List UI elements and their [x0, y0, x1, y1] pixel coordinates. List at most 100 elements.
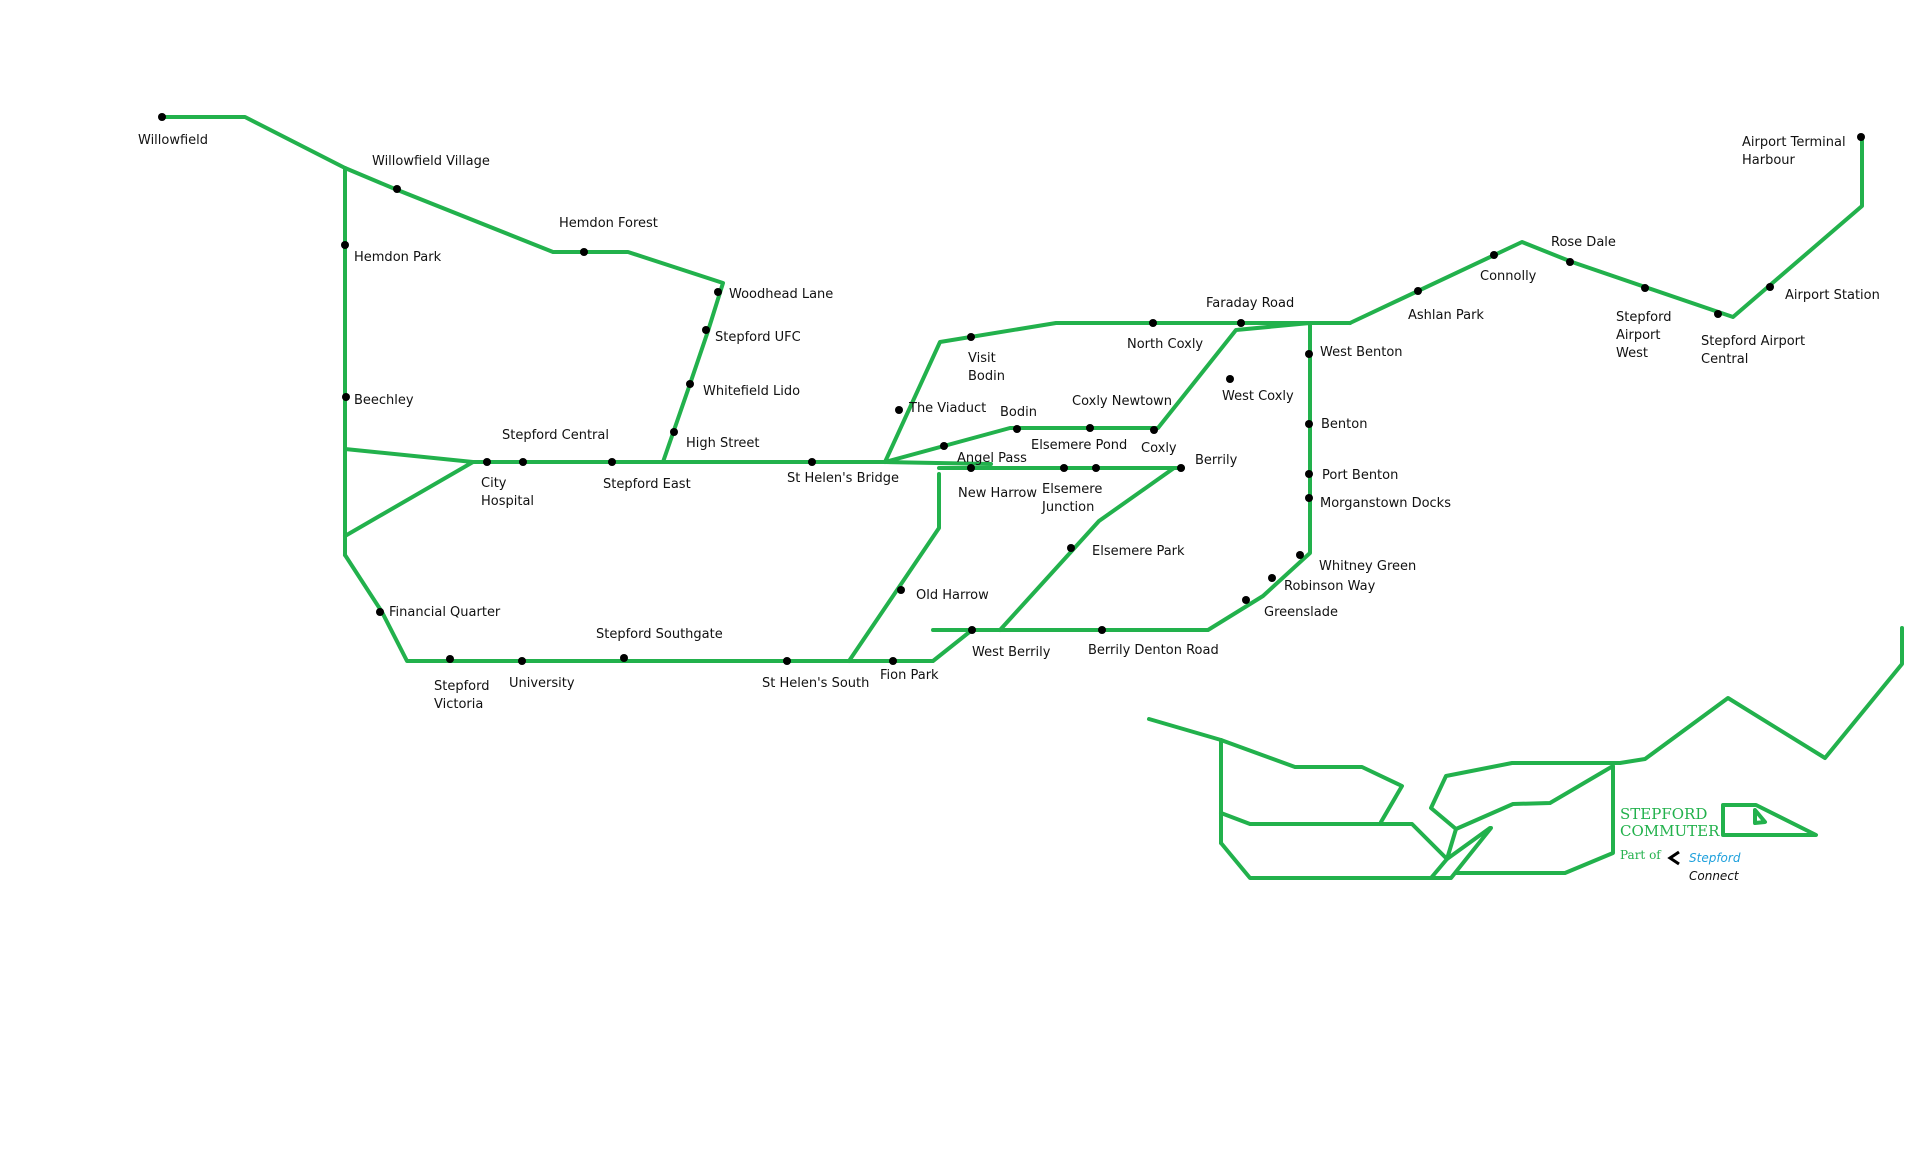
station-label-financial-quarter: Financial Quarter	[389, 605, 501, 620]
station-marker-beechley[interactable]	[342, 393, 350, 401]
station-marker-financial-quarter[interactable]	[376, 608, 384, 616]
station-markers	[158, 113, 1865, 665]
station-label-stepford-central: Stepford Central	[502, 428, 609, 443]
station-marker-willowfield-village[interactable]	[393, 185, 401, 193]
station-marker-airport-station[interactable]	[1766, 283, 1774, 291]
station-marker-morganstown-docks[interactable]	[1305, 494, 1313, 502]
station-marker-connolly[interactable]	[1490, 251, 1498, 259]
station-marker-stepford-ufc[interactable]	[702, 326, 710, 334]
station-marker-visit-bodin[interactable]	[967, 333, 975, 341]
station-marker-west-berrily[interactable]	[968, 626, 976, 634]
station-marker-city-hospital[interactable]	[483, 458, 491, 466]
station-label-old-harrow: Old Harrow	[916, 588, 989, 603]
station-marker-elsemere-junction[interactable]	[1092, 464, 1100, 472]
track-segment	[847, 628, 974, 663]
station-label-stepford-east: Stepford East	[603, 477, 691, 492]
station-label-connolly: Connolly	[1480, 269, 1537, 284]
station-label-morganstown-docks: Morganstown Docks	[1320, 496, 1451, 511]
station-label-greenslade: Greenslade	[1264, 605, 1338, 620]
station-marker-the-viaduct[interactable]	[895, 406, 903, 414]
station-marker-elsemere-pond[interactable]	[1060, 464, 1068, 472]
station-marker-stepford-victoria[interactable]	[446, 655, 454, 663]
station-label-university: University	[509, 676, 575, 691]
station-label-faraday-road: Faraday Road	[1206, 296, 1294, 311]
station-label-airport-station: Airport Station	[1785, 288, 1880, 303]
station-marker-elsemere-park[interactable]	[1067, 544, 1075, 552]
track-segment	[1147, 717, 1404, 824]
station-marker-high-street[interactable]	[670, 428, 678, 436]
station-label-fion-park: Fion Park	[880, 668, 939, 683]
station-marker-hemdon-forest[interactable]	[580, 248, 588, 256]
station-marker-rose-dale[interactable]	[1566, 258, 1574, 266]
station-marker-benton[interactable]	[1305, 420, 1313, 428]
station-marker-ashlan-park[interactable]	[1414, 287, 1422, 295]
station-label-north-coxly: North Coxly	[1127, 337, 1203, 352]
station-marker-whitefield-lido[interactable]	[686, 380, 694, 388]
station-marker-west-coxly[interactable]	[1226, 375, 1234, 383]
station-marker-north-coxly[interactable]	[1149, 319, 1157, 327]
station-label-beechley: Beechley	[354, 393, 414, 408]
station-label-st-helens-bridge: St Helen's Bridge	[787, 471, 899, 486]
station-marker-university[interactable]	[518, 657, 526, 665]
station-marker-stepford-airport-central[interactable]	[1714, 310, 1722, 318]
station-marker-old-harrow[interactable]	[897, 586, 905, 594]
station-label-rose-dale: Rose Dale	[1551, 235, 1616, 250]
station-label-west-benton: West Benton	[1320, 345, 1403, 360]
station-marker-willowfield[interactable]	[158, 113, 166, 121]
station-label-stepford-ufc: Stepford UFC	[715, 330, 801, 345]
station-marker-robinson-way[interactable]	[1268, 574, 1276, 582]
station-marker-bodin[interactable]	[1013, 425, 1021, 433]
track-segment	[847, 472, 941, 663]
station-marker-coxly-newtown[interactable]	[1086, 424, 1094, 432]
track-segment	[1219, 738, 1493, 880]
logo-title-line2: COMMUTER	[1620, 822, 1720, 840]
station-label-hemdon-forest: Hemdon Forest	[559, 216, 658, 231]
station-marker-coxly[interactable]	[1150, 426, 1158, 434]
logo-title-line1: STEPFORD	[1620, 805, 1707, 823]
station-label-willowfield: Willowfield	[138, 133, 208, 148]
station-label-elsemere-pond: Elsemere Pond	[1031, 438, 1127, 453]
station-label-new-harrow: New Harrow	[958, 486, 1037, 501]
station-marker-berrily[interactable]	[1177, 464, 1185, 472]
station-marker-stepford-central[interactable]	[519, 458, 527, 466]
connect-brand-line1: Stepford	[1689, 851, 1741, 865]
station-marker-faraday-road[interactable]	[1237, 319, 1245, 327]
station-marker-west-benton[interactable]	[1305, 350, 1313, 358]
station-marker-greenslade[interactable]	[1242, 596, 1250, 604]
station-marker-new-harrow[interactable]	[967, 464, 975, 472]
station-marker-airport-terminal-harbour[interactable]	[1857, 133, 1865, 141]
station-label-west-coxly: West Coxly	[1222, 389, 1294, 404]
station-marker-woodhead-lane[interactable]	[714, 288, 722, 296]
station-marker-st-helens-bridge[interactable]	[808, 458, 816, 466]
station-label-willowfield-village: Willowfield Village	[372, 154, 490, 169]
station-marker-stepford-airport-west[interactable]	[1641, 284, 1649, 292]
station-marker-whitney-green[interactable]	[1296, 551, 1304, 559]
track-segment	[883, 321, 1352, 464]
station-label-port-benton: Port Benton	[1322, 468, 1398, 483]
station-label-robinson-way: Robinson Way	[1284, 579, 1376, 594]
station-label-berrily: Berrily	[1195, 453, 1238, 468]
station-marker-hemdon-park[interactable]	[341, 241, 349, 249]
track-segment	[883, 321, 1312, 632]
station-label-elsemere-park: Elsemere Park	[1092, 544, 1185, 559]
track-segment	[343, 447, 475, 538]
station-marker-angel-pass[interactable]	[940, 442, 948, 450]
station-marker-port-benton[interactable]	[1305, 470, 1313, 478]
station-marker-stepford-east[interactable]	[608, 458, 616, 466]
station-marker-fion-park[interactable]	[889, 657, 897, 665]
station-label-high-street: High Street	[686, 436, 760, 451]
track-segment	[1454, 764, 1615, 875]
station-marker-berrily-denton-road[interactable]	[1098, 626, 1106, 634]
station-marker-st-helens-south[interactable]	[783, 657, 791, 665]
chevron-left-icon	[1667, 850, 1680, 866]
station-label-whitefield-lido: Whitefield Lido	[703, 384, 800, 399]
station-marker-stepford-southgate[interactable]	[620, 654, 628, 662]
